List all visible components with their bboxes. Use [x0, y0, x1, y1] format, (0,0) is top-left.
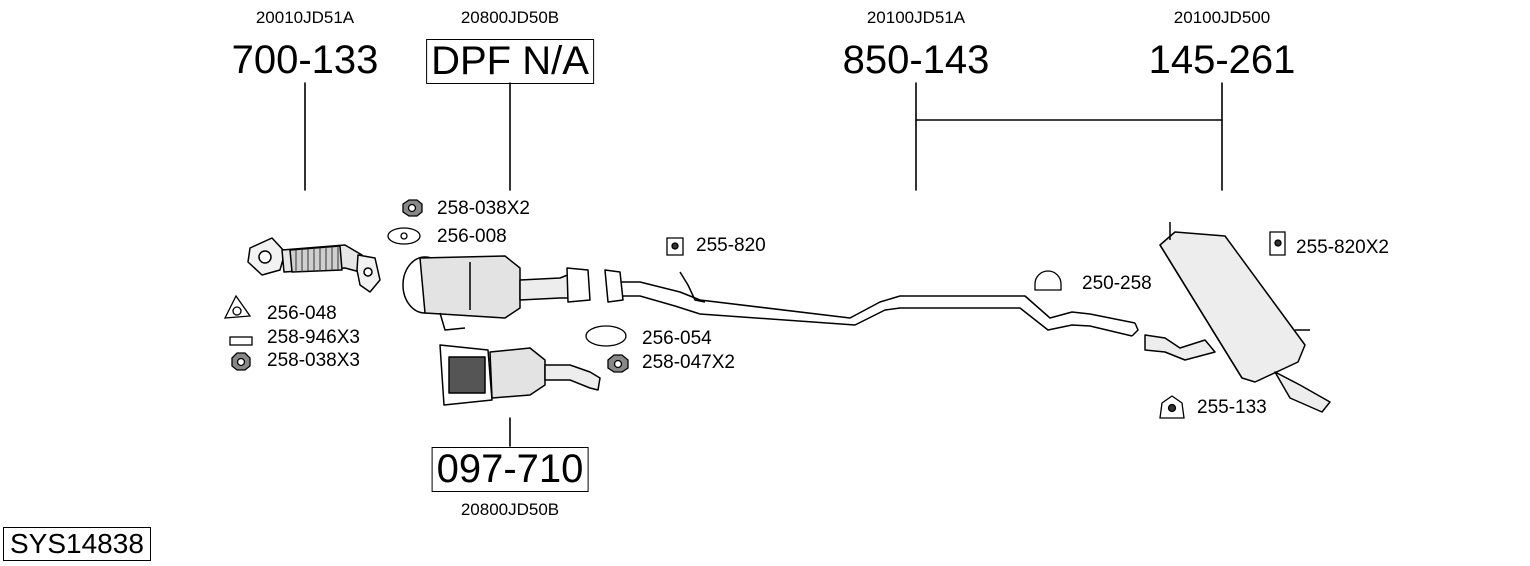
part-number: 700-133 — [231, 38, 379, 82]
bolt-icon — [229, 336, 253, 346]
accessory-label: 250-258 — [1082, 273, 1152, 294]
oem-number: 20800JD50B — [460, 8, 560, 27]
front-flex-pipe — [247, 237, 381, 293]
accessory-label: 258-047X2 — [642, 352, 735, 373]
part-number: 850-143 — [842, 38, 990, 82]
accessory-label: 255-820 — [696, 235, 766, 256]
system-id: SYS14838 — [3, 527, 151, 561]
accessory-label: 255-820X2 — [1296, 237, 1389, 258]
accessory-label: 256-048 — [267, 303, 337, 324]
middle-pipe — [604, 269, 1139, 337]
accessory-label: 256-054 — [642, 328, 712, 349]
clamp-icon — [1034, 270, 1062, 291]
dpf-unit — [402, 255, 591, 331]
gasket-oval-icon — [585, 325, 627, 347]
accessory-label: 258-946X3 — [267, 327, 360, 348]
catalyst-lower — [439, 344, 601, 406]
part-number: 145-261 — [1148, 38, 1296, 82]
accessory-label: 255-133 — [1197, 397, 1267, 418]
accessory-label: 258-038X2 — [437, 198, 530, 219]
oem-number: 20010JD51A — [255, 8, 355, 27]
accessory-icons — [223, 199, 1286, 419]
part-number-boxed: DPF N/A — [426, 39, 594, 84]
oem-number: 20100JD51A — [866, 8, 966, 27]
oem-number: 20100JD500 — [1173, 8, 1271, 27]
part-number-boxed: 097-710 — [431, 447, 589, 492]
accessory-label: 256-008 — [437, 226, 507, 247]
accessory-label: 258-038X3 — [267, 350, 360, 371]
oem-number: 20800JD50B — [460, 500, 560, 519]
rear-silencer — [1144, 222, 1331, 413]
